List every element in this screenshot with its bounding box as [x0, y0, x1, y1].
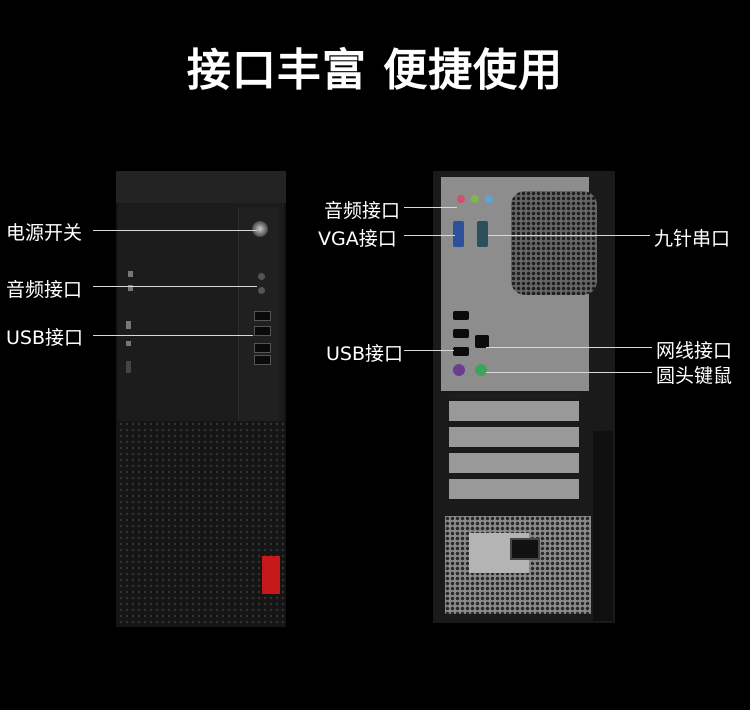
leader-line-ps2	[486, 372, 652, 373]
expansion-slot-cover	[449, 401, 579, 421]
label-back-vga: VGA接口	[318, 228, 397, 250]
label-back-usb: USB接口	[326, 343, 404, 365]
label-back-audio: 音频接口	[324, 200, 401, 222]
leader-line-power	[93, 230, 257, 231]
rear-usb-port-icon	[453, 347, 469, 356]
case-side-edge	[593, 431, 613, 621]
headphone-symbol-icon	[128, 271, 133, 277]
leader-line-audio	[93, 286, 257, 287]
front-tower-image	[116, 171, 286, 627]
power-button-icon	[252, 221, 268, 237]
ps2-keyboard-port-icon	[453, 364, 465, 376]
front-usb-port-icon	[254, 311, 271, 321]
usb-symbol-icon	[126, 321, 131, 329]
leader-line-vga	[404, 235, 455, 236]
serial-port-icon	[477, 221, 488, 247]
leader-line-usb	[93, 335, 253, 336]
tower-top-cap	[116, 171, 286, 203]
ethernet-port-icon	[475, 335, 489, 348]
expansion-slot-cover	[449, 453, 579, 473]
leader-line-back-usb	[404, 350, 454, 351]
front-usb-port-icon	[254, 326, 271, 336]
expansion-slot-cover	[449, 427, 579, 447]
front-usb-port-icon	[254, 343, 271, 353]
label-front-power: 电源开关	[6, 222, 83, 244]
ps2-mouse-port-icon	[475, 364, 487, 376]
label-back-network: 网线接口	[656, 340, 733, 362]
label-back-ps2: 圆头键鼠	[656, 365, 733, 387]
audio-port-pink-icon	[457, 195, 465, 203]
vga-port-icon	[453, 221, 464, 247]
front-mesh-grille	[118, 421, 284, 627]
rear-usb-port-icon	[453, 329, 469, 338]
leader-line-back-audio	[404, 207, 457, 208]
label-front-usb: USB接口	[6, 327, 84, 349]
card-reader-icon	[126, 361, 131, 373]
label-front-audio: 音频接口	[6, 279, 83, 301]
label-back-serial: 九针串口	[654, 228, 731, 250]
ac-inlet-icon	[510, 538, 540, 560]
leader-line-serial	[488, 235, 650, 236]
leader-line-network	[486, 347, 652, 348]
page-title: 接口丰富 便捷使用	[186, 45, 564, 96]
expansion-slot-cover	[449, 479, 579, 499]
back-tower-image	[433, 171, 615, 623]
slot-gap	[449, 393, 579, 399]
mic-jack-icon	[258, 287, 265, 294]
usb-symbol-icon	[126, 341, 131, 346]
audio-port-green-icon	[471, 195, 479, 203]
rear-usb-port-icon	[453, 311, 469, 320]
headphone-jack-icon	[258, 273, 265, 280]
fan-grille	[511, 191, 597, 295]
front-usb-port-icon	[254, 355, 271, 365]
brand-logo-icon	[262, 556, 280, 594]
audio-port-blue-icon	[485, 195, 493, 203]
mic-symbol-icon	[128, 285, 133, 291]
